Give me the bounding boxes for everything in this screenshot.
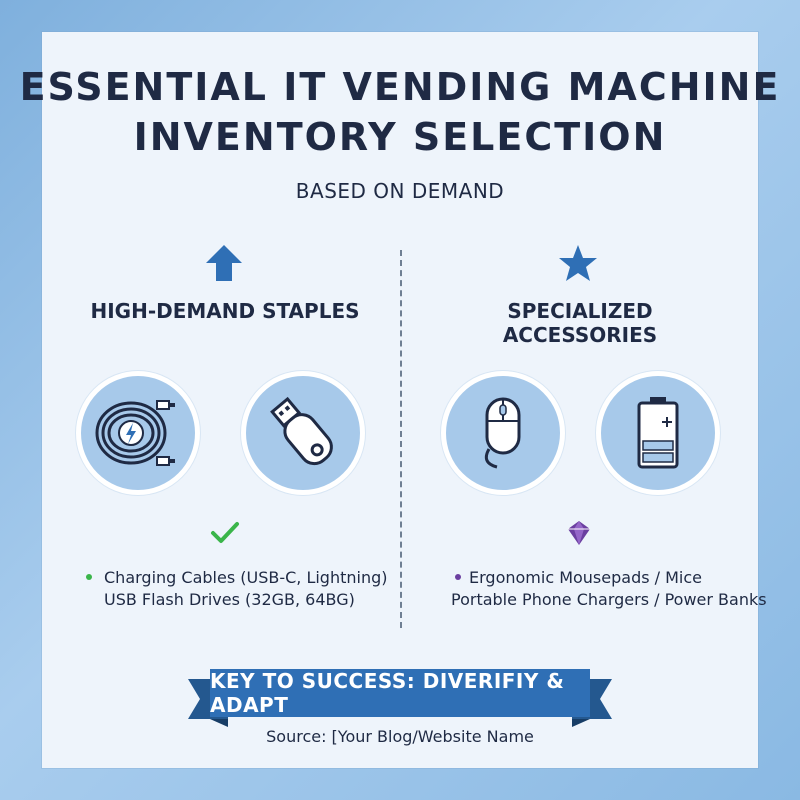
- column-divider: [400, 250, 402, 628]
- list-item-text: Charging Cables (USB-C, Lightning): [104, 568, 388, 587]
- battery-image: [596, 371, 720, 495]
- list-item: Portable Phone Chargers / Power Banks: [451, 589, 767, 611]
- subtitle: BASED ON DEMAND: [295, 179, 505, 203]
- banner-text: KEY TO SUCCESS: DIVERIFIY & ADAPT: [210, 669, 590, 717]
- list-item-text: USB Flash Drives (32GB, 64BG): [104, 590, 355, 609]
- charging-cable-icon: [95, 400, 175, 466]
- right-heading: SPECIALIZED ACCESSORIES: [502, 299, 658, 347]
- list-item-text: Portable Phone Chargers / Power Banks: [451, 590, 767, 609]
- key-to-success-banner: KEY TO SUCCESS: DIVERIFIY & ADAPT: [188, 669, 612, 727]
- list-item: Charging Cables (USB-C, Lightning): [86, 567, 388, 589]
- list-item-text: Ergonomic Mousepads / Mice: [469, 568, 703, 587]
- up-arrow-icon: [206, 245, 242, 281]
- page-title: ESSENTIAL IT VENDING MACHINE INVENTORY S…: [0, 62, 800, 162]
- checkmark-icon: [211, 522, 239, 543]
- usb-flash-drive-image: [241, 371, 365, 495]
- left-list: Charging Cables (USB-C, Lightning) USB F…: [86, 567, 388, 611]
- gem-icon: [568, 521, 590, 545]
- usb-flash-drive-icon: [270, 396, 333, 466]
- bullet: [455, 573, 461, 580]
- title-line-2: INVENTORY SELECTION: [133, 115, 667, 159]
- left-heading: HIGH-DEMAND STAPLES: [90, 299, 360, 323]
- list-item: USB Flash Drives (32GB, 64BG): [86, 589, 388, 611]
- charging-cable-image: [76, 371, 200, 495]
- computer-mouse-icon: [484, 397, 521, 469]
- star-icon: [559, 245, 597, 281]
- bullet: [86, 573, 92, 580]
- list-item: Ergonomic Mousepads / Mice: [451, 567, 767, 589]
- source-credit: Source: [Your Blog/Website Name: [266, 727, 534, 746]
- computer-mouse-image: [441, 371, 565, 495]
- title-line-1: ESSENTIAL IT VENDING MACHINE: [19, 65, 781, 109]
- battery-icon: [637, 397, 679, 469]
- right-list: Ergonomic Mousepads / Mice Portable Phon…: [451, 567, 767, 611]
